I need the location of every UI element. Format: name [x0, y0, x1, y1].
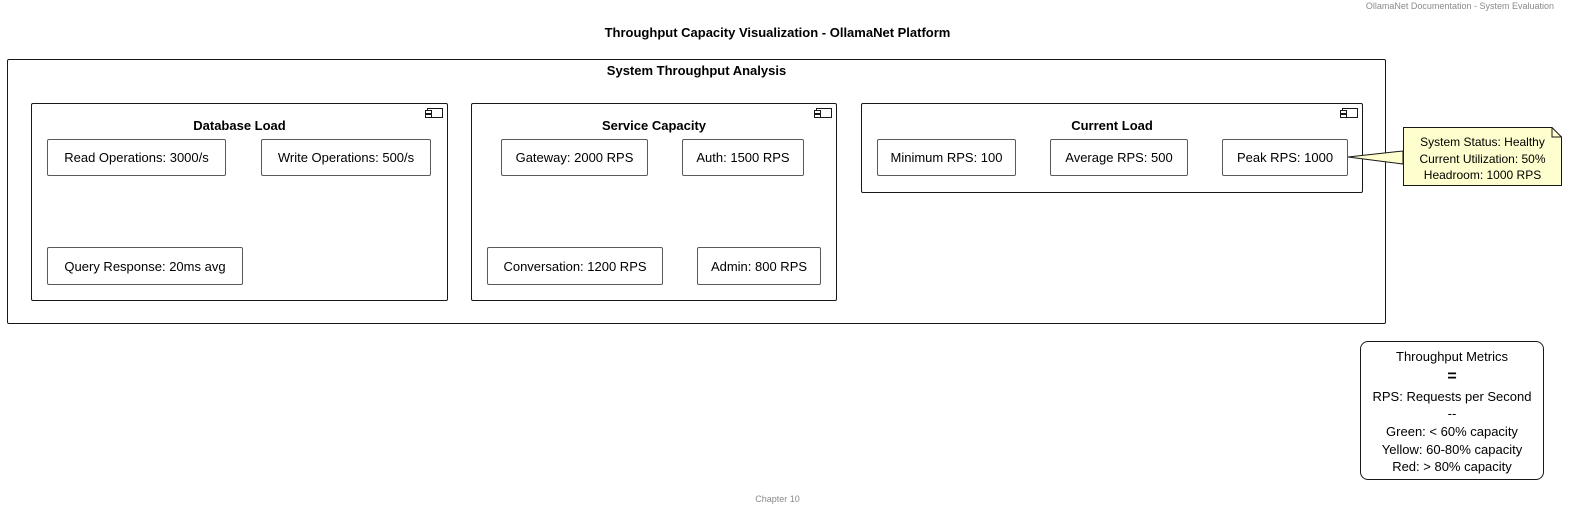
gateway-box: Gateway: 2000 RPS — [501, 139, 648, 176]
component-icon — [425, 108, 443, 118]
diagram-title: Throughput Capacity Visualization - Olla… — [604, 25, 951, 40]
read-operations-box: Read Operations: 3000/s — [47, 139, 226, 176]
query-response-box: Query Response: 20ms avg — [47, 247, 243, 285]
note-line-headroom: Headroom: 1000 RPS — [1423, 168, 1542, 182]
conversation-box: Conversation: 1200 RPS — [487, 247, 663, 285]
average-rps-box: Average RPS: 500 — [1050, 139, 1188, 176]
throughput-metrics-legend: Throughput Metrics = RPS: Requests per S… — [1360, 341, 1544, 480]
legend-red: Red: > 80% capacity — [1392, 459, 1512, 474]
note-shape — [1403, 127, 1562, 186]
legend-title: Throughput Metrics — [1396, 349, 1508, 364]
header-text: OllamaNet Documentation - System Evaluat… — [1365, 1, 1554, 11]
database-load-title: Database Load — [193, 118, 286, 133]
note-text: System Status: Healthy Current Utilizati… — [1403, 134, 1562, 184]
minimum-rps-box: Minimum RPS: 100 — [877, 139, 1016, 176]
package-title: System Throughput Analysis — [606, 63, 787, 78]
legend-separator: = — [1447, 367, 1457, 385]
auth-box: Auth: 1500 RPS — [682, 139, 804, 176]
legend-dashes: -- — [1447, 406, 1457, 421]
system-status-note: System Status: Healthy Current Utilizati… — [1403, 127, 1562, 186]
admin-box: Admin: 800 RPS — [697, 247, 821, 285]
service-capacity-title: Service Capacity — [601, 118, 707, 133]
note-line-utilization: Current Utilization: 50% — [1419, 151, 1546, 166]
legend-definition: RPS: Requests per Second — [1372, 388, 1532, 404]
note-line-status: System Status: Healthy — [1420, 135, 1545, 149]
component-icon — [814, 108, 832, 118]
system-throughput-package — [7, 59, 1386, 324]
legend-yellow: Yellow: 60-80% capacity — [1381, 441, 1523, 457]
legend-green: Green: < 60% capacity — [1386, 424, 1518, 439]
peak-rps-box: Peak RPS: 1000 — [1222, 139, 1348, 176]
current-load-title: Current Load — [1071, 118, 1153, 133]
component-icon — [1340, 108, 1358, 118]
write-operations-box: Write Operations: 500/s — [261, 139, 431, 176]
footer-text: Chapter 10 — [755, 494, 800, 504]
